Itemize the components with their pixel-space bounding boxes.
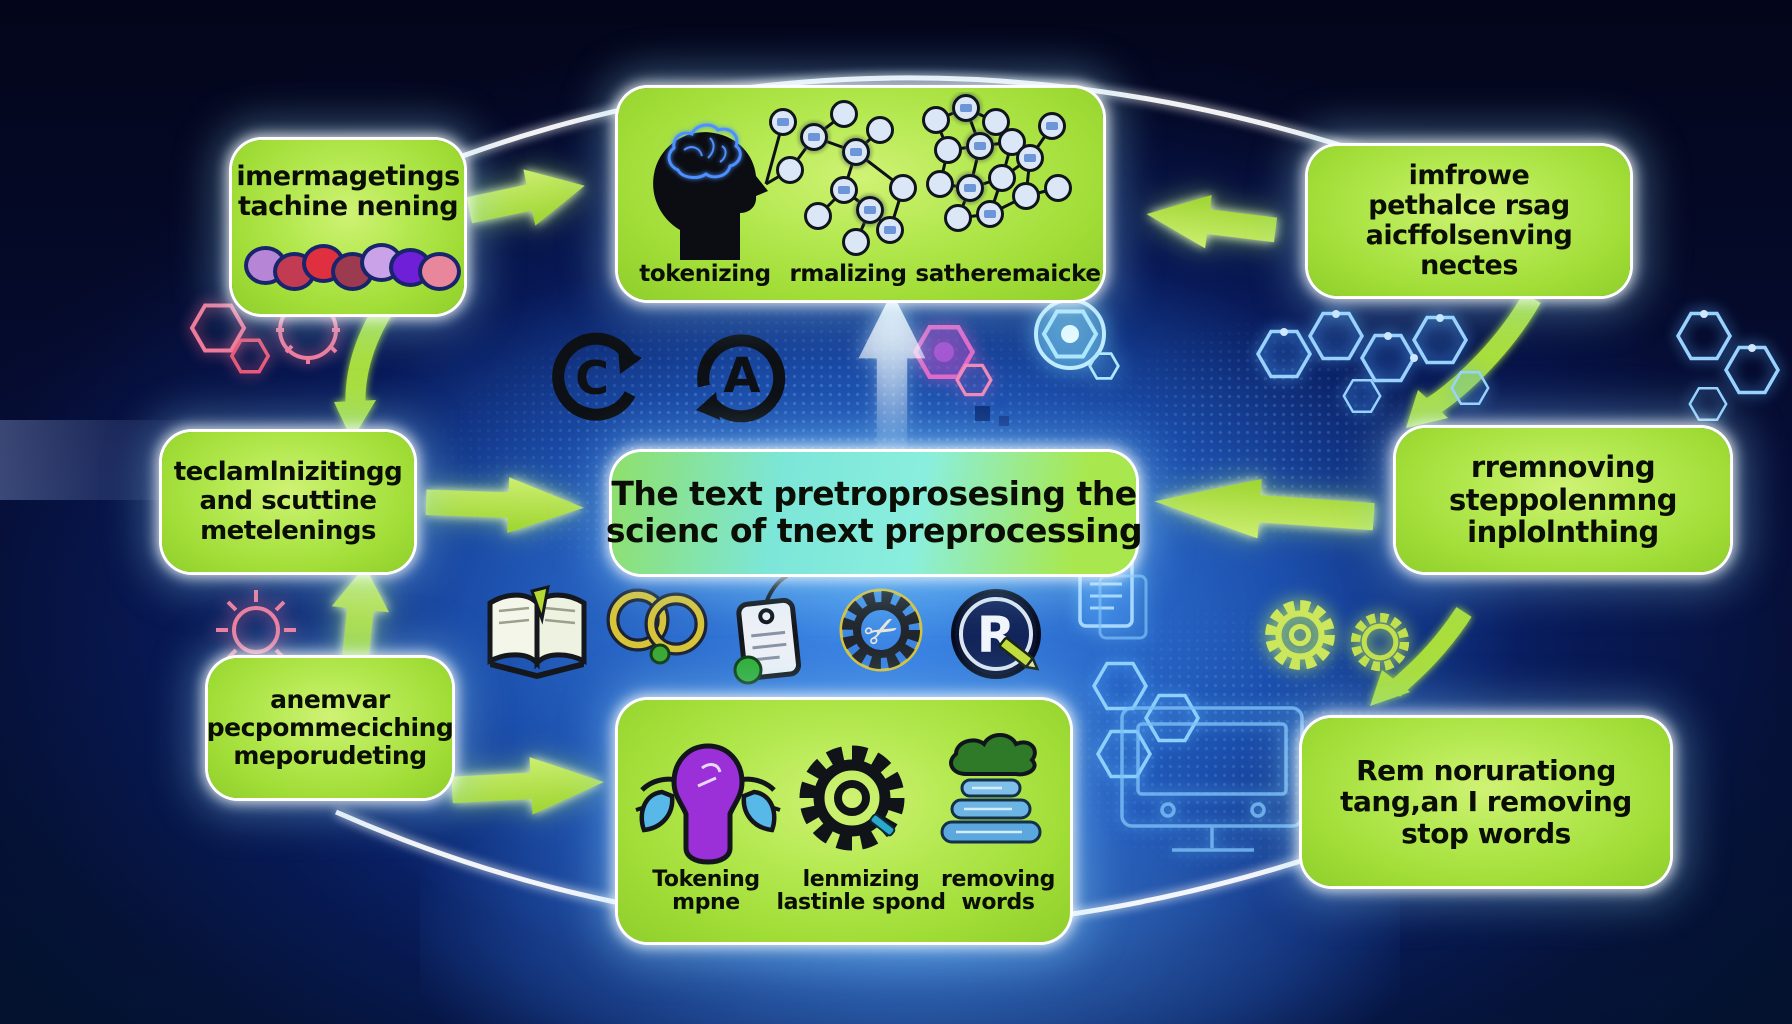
box-top-left-line2: tachine nening [237, 191, 459, 223]
label-satheremaicke: satheremaicke [915, 261, 1101, 287]
box-mid-right-line1: rremnoving [1470, 450, 1656, 485]
bottom-center-labels: Tokening mpne lenmizing lastinle spond r… [618, 868, 1070, 926]
box-bottom-right-line2: tang,an I removing [1340, 785, 1632, 819]
center-title-line2: scienc of tnext preprocessing [605, 511, 1143, 550]
arrow-midleft-to-center [425, 473, 585, 536]
box-top-left-line1: imermagetings [236, 161, 460, 192]
box-mid-right-line3: inplolnthing [1467, 515, 1659, 550]
box-mid-left-line2: and scuttine [199, 486, 377, 517]
blue-molecule-far-right-icon [1676, 310, 1780, 421]
box-top-right-line2: pethalce rsag [1368, 189, 1570, 221]
box-bottom-right-line1: Rem norurationg [1356, 753, 1616, 787]
colored-dots-row [244, 238, 461, 291]
label-tokenizing: tokenizing [639, 261, 771, 287]
pixel-square [975, 406, 990, 421]
top-center-labels: tokenizing rmalizing satheremaicke [618, 262, 1103, 292]
box-bottom-left-line3: meporudeting [233, 741, 427, 770]
pixel-squares [975, 396, 1035, 442]
blue-molecule-cluster-icon [1256, 310, 1490, 413]
box-bottom-left: anemvar pecpommeciching meporudeting [206, 658, 454, 798]
box-top-right-line1: imfrowe [1408, 159, 1530, 191]
emblem-left-letter: C [575, 351, 609, 405]
label-lenmizing-line2: lastinle spond [776, 890, 946, 916]
network-cluster-1-nodes [769, 100, 917, 256]
arrow-bottomleft-to-bottomcenter [451, 752, 606, 820]
label-removing-line1: removing [941, 867, 1055, 892]
emblem-right-letter: A [723, 348, 760, 404]
box-top-right: imfrowe pethalce rsag aicffolsenving nec… [1308, 146, 1630, 296]
box-mid-right: rremnoving steppolenmng inplolnthing [1396, 428, 1730, 572]
box-top-right-line3: aicffolsenving [1365, 220, 1573, 251]
box-center-title: The text pretroprosesing the scienc of t… [606, 452, 1143, 574]
lightbulb-idea-icon [635, 743, 781, 865]
arrow-shape [451, 752, 606, 820]
black-gear-icon [799, 745, 905, 851]
pixel-square [995, 396, 1007, 408]
purple-molecule-icon [900, 306, 993, 397]
box-top-center: tokenizing rmalizing satheremaicke [618, 88, 1103, 300]
center-title-line1: The text pretroprosesing the [611, 474, 1137, 514]
up-arrow-soft [854, 292, 930, 450]
arrow-shape [325, 563, 394, 663]
box-mid-right-line2: steppolenmng [1448, 482, 1678, 517]
dot-pink [418, 252, 461, 291]
arrow-bottomleft-to-midleft [325, 563, 394, 663]
label-tokening-line2: mpne [672, 890, 740, 916]
cyan-molecule-icon [1034, 298, 1120, 380]
box-top-right-line4: nectes [1420, 250, 1518, 282]
arrow-shape [425, 473, 585, 536]
label-lenmizing: lenmizing lastinle spond [776, 868, 945, 914]
box-mid-left: teclamlnizitingg and scuttine metelening… [162, 432, 414, 572]
box-bottom-left-line1: anemvar [270, 685, 390, 714]
label-tokening: Tokening mpne [652, 868, 760, 914]
head-silhouette [653, 132, 768, 260]
up-arrow-soft-shape [858, 292, 926, 450]
head-and-network-graphic [653, 94, 1072, 260]
box-mid-left-line3: metelenings [200, 515, 376, 546]
circular-arrows-emblem-right-icon: A [696, 334, 786, 423]
chain-links-icon [606, 588, 708, 665]
gear-scissors-icon: ✂ [839, 588, 923, 672]
box-top-left: imermagetings tachine nening [232, 140, 464, 314]
box-bottom-center: Tokening mpne lenmizing lastinle spond r… [618, 700, 1070, 942]
box-bottom-right-line3: stop words [1401, 816, 1571, 850]
label-removing-line2: words [961, 890, 1035, 916]
book-icon [487, 585, 587, 679]
label-removing: removing words [941, 868, 1055, 914]
circular-arrows-emblem-left-icon: C [552, 332, 642, 421]
label-rmalizing: rmalizing [789, 261, 907, 287]
tag-icon [733, 574, 802, 685]
cloud-stack-icon [940, 733, 1042, 844]
label-lenmizing-line1: lenmizing [802, 867, 920, 892]
box-mid-left-line1: teclamlnizitingg [173, 457, 403, 488]
r-badge-icon: R [951, 589, 1041, 679]
box-bottom-right: Rem norurationg tang,an I removing stop … [1302, 718, 1670, 886]
brain-icon [667, 123, 742, 179]
pixel-square [999, 416, 1009, 426]
network-cluster-2-nodes [922, 94, 1072, 232]
label-tokening-line1: Tokening [652, 867, 760, 892]
green-gear-icon [1265, 600, 1335, 670]
green-gear-small-icon [1350, 612, 1410, 672]
box-bottom-left-line2: pecpommeciching [206, 713, 454, 742]
